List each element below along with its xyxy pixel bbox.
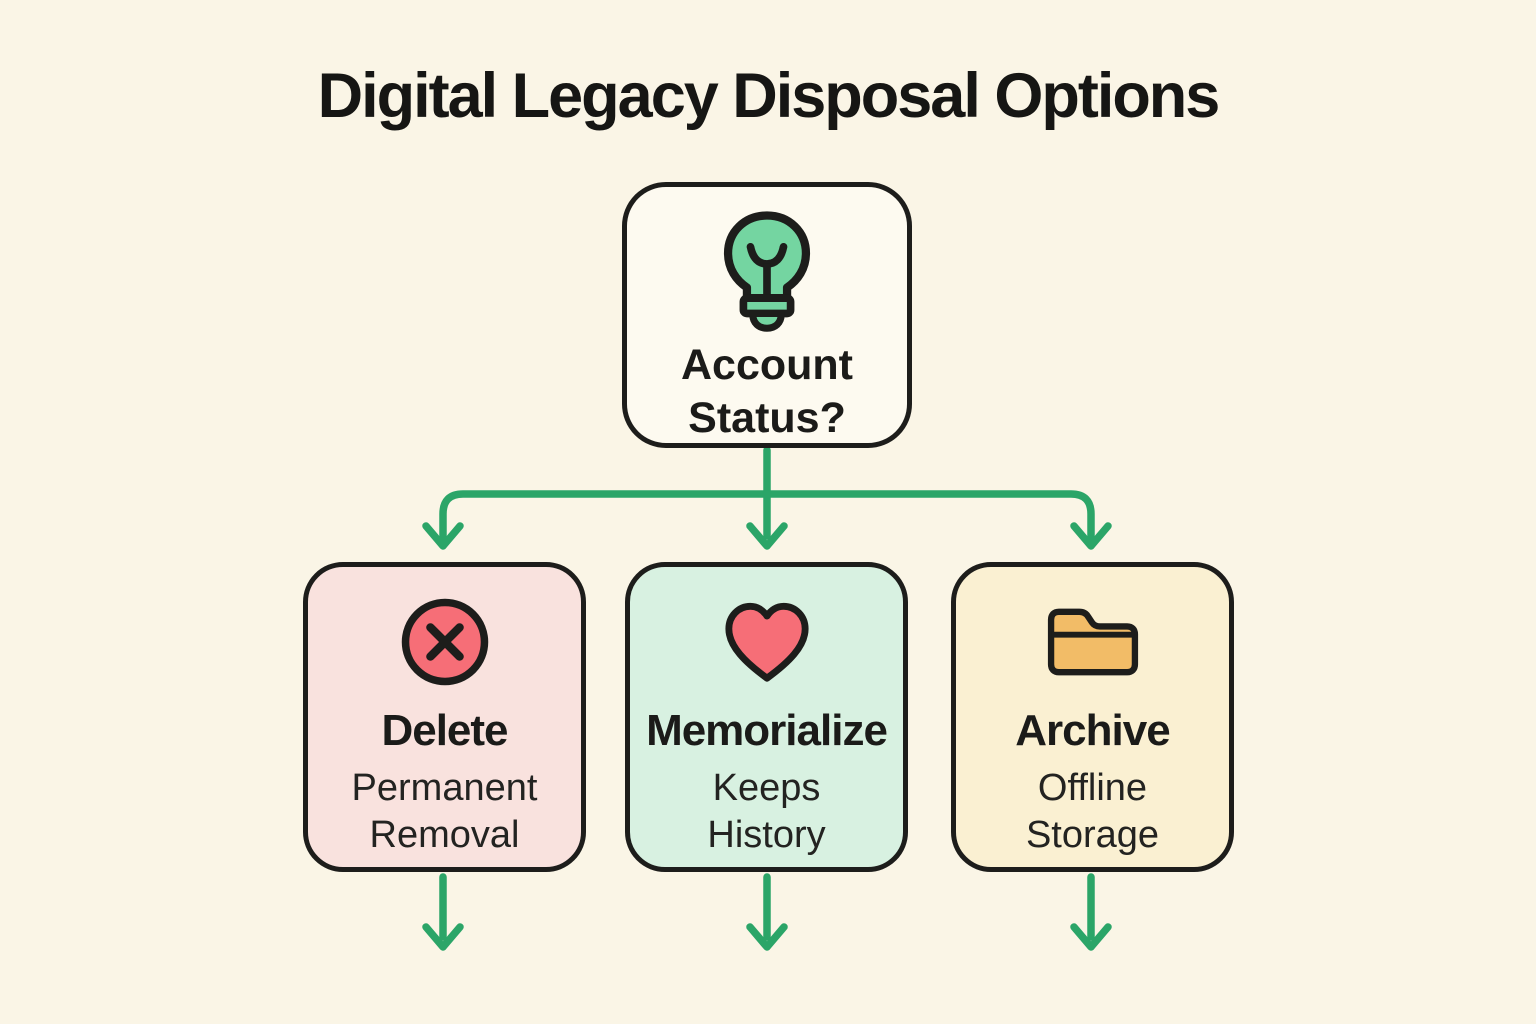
outflow-arrows [422, 873, 1112, 951]
branch-connector [422, 490, 1112, 550]
arrow-down-icon [1070, 522, 1112, 550]
page-title: Digital Legacy Disposal Options [317, 61, 1221, 131]
arrow-down-icon [422, 522, 464, 550]
decision-to-branch-connector [746, 446, 788, 550]
decision-label: Account Status? [681, 341, 853, 442]
connector-line [439, 490, 1095, 541]
arrow-down-icon [746, 522, 788, 550]
arrow-down-icon [1070, 923, 1112, 951]
option-node-archive: Archive Offline Storage [951, 562, 1234, 872]
arrow-down-icon [422, 923, 464, 951]
option-node-delete: Delete Permanent Removal [303, 562, 586, 872]
option-node-memorialize: Memorialize Keeps History [625, 562, 908, 872]
option-sublabel: Keeps History [707, 767, 826, 856]
x-circle-icon [398, 593, 492, 691]
option-label: Archive [1015, 706, 1170, 755]
heart-icon [718, 593, 816, 691]
option-sublabel: Permanent Removal [351, 767, 538, 856]
option-label: Delete [381, 706, 508, 755]
option-label: Memorialize [646, 706, 888, 755]
folder-icon [1044, 593, 1142, 691]
option-sublabel: Offline Storage [1025, 767, 1160, 856]
decision-node-account-status: Account Status? [622, 182, 912, 448]
arrow-down-icon [746, 923, 788, 951]
lightbulb-icon [708, 209, 826, 333]
